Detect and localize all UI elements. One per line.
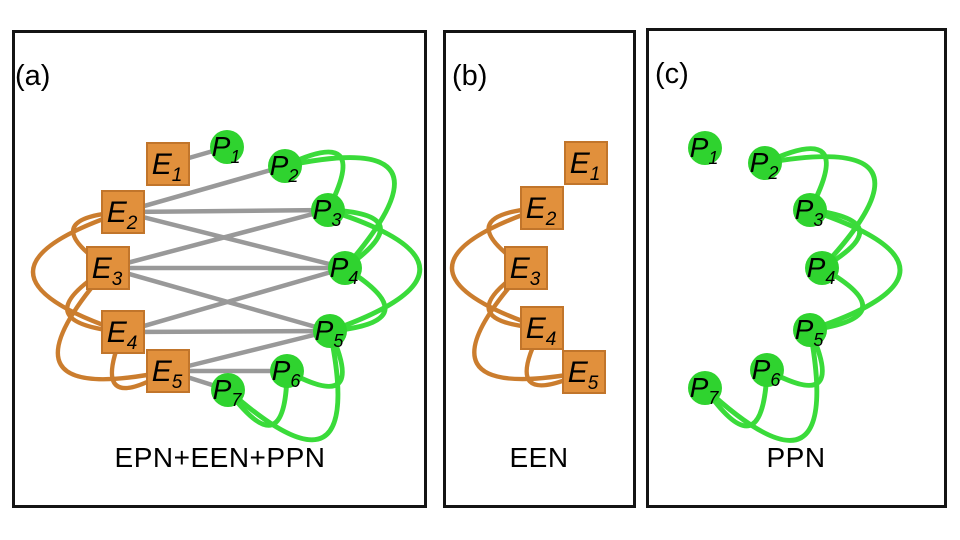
node-label-a-P6: P6 xyxy=(272,355,302,391)
een-arc-b-E2-E4 xyxy=(449,205,543,331)
een-arc-a-E3-E5 xyxy=(55,266,169,382)
panel-c-label: (c) xyxy=(655,58,689,90)
panel-b-label: (b) xyxy=(452,60,488,92)
node-label-a-P7: P7 xyxy=(213,374,243,410)
node-label-b-E5: E5 xyxy=(568,356,599,394)
ppn-arc-c-P2-P4 xyxy=(764,154,878,270)
node-a-P2 xyxy=(268,149,302,183)
node-label-c-P6: P6 xyxy=(752,354,782,390)
ppn-arc-a-P3-P4 xyxy=(327,207,383,271)
node-a-E2 xyxy=(101,190,145,234)
node-b-E1 xyxy=(564,141,608,185)
node-a-P6 xyxy=(270,354,304,388)
node-c-P5 xyxy=(793,313,827,347)
node-label-a-E4: E4 xyxy=(107,316,138,354)
node-label-a-E5: E5 xyxy=(152,355,183,393)
node-a-E4 xyxy=(101,310,145,354)
node-label-c-P2: P2 xyxy=(750,147,779,183)
een-arc-a-E2-E4 xyxy=(30,209,124,335)
epn-edge-a-E2-P3 xyxy=(122,207,329,215)
node-b-E3 xyxy=(504,246,548,290)
epn-edge-a-E5-P5 xyxy=(167,328,331,374)
node-b-E2 xyxy=(520,186,564,230)
panel-b-frame xyxy=(443,30,636,508)
ppn-arc-a-P5-P7 xyxy=(226,330,341,443)
ppn-arc-a-P3-P5 xyxy=(327,207,423,334)
node-c-P3 xyxy=(793,193,827,227)
node-c-P6 xyxy=(750,353,784,387)
node-label-c-P4: P4 xyxy=(807,252,836,288)
node-a-E3 xyxy=(86,246,130,290)
node-c-P2 xyxy=(748,146,782,180)
panel-c-caption: PPN xyxy=(766,442,826,473)
node-a-E1 xyxy=(146,142,190,186)
epn-edge-a-E2-P4 xyxy=(122,209,346,271)
node-label-b-E3: E3 xyxy=(510,252,541,290)
ppn-arc-a-P4-P5 xyxy=(329,265,388,334)
epn-edge-a-E2-P2 xyxy=(122,163,286,215)
ppn-arc-c-P3-P5 xyxy=(809,207,903,333)
epn-edge-a-E3-P5 xyxy=(107,265,331,334)
panel-a-label: (a) xyxy=(15,60,51,92)
node-c-P1 xyxy=(688,131,722,165)
node-label-b-E1: E1 xyxy=(570,147,601,185)
ppn-arc-c-P6-P7 xyxy=(702,369,770,429)
panel-c-frame xyxy=(646,28,947,508)
node-a-P5 xyxy=(313,314,347,348)
node-label-a-E2: E2 xyxy=(107,196,138,234)
node-label-c-P5: P5 xyxy=(795,314,825,350)
node-label-a-P3: P3 xyxy=(313,194,342,230)
panel-b-caption: EEN xyxy=(509,442,569,473)
een-arc-b-E3-E5 xyxy=(472,266,585,382)
node-a-P7 xyxy=(211,373,245,407)
node-c-P7 xyxy=(688,371,722,405)
node-label-c-P7: P7 xyxy=(690,372,720,408)
node-a-P3 xyxy=(311,193,345,227)
ppn-arc-a-P6-P7 xyxy=(225,370,290,428)
node-label-a-P4: P4 xyxy=(330,252,359,288)
node-a-E5 xyxy=(146,349,190,393)
node-label-c-P3: P3 xyxy=(795,194,824,230)
node-a-P1 xyxy=(210,130,244,164)
node-label-a-P1: P1 xyxy=(212,131,241,167)
ppn-arc-c-P4-P5 xyxy=(809,265,866,333)
panel-a-caption: EPN+EEN+PPN xyxy=(114,442,326,473)
node-label-c-P1: P1 xyxy=(690,132,719,168)
panel-a-frame xyxy=(12,30,427,508)
node-b-E4 xyxy=(520,306,564,350)
ppn-arc-a-P2-P4 xyxy=(284,155,397,270)
epn-edge-a-E4-P5 xyxy=(122,328,331,335)
epn-edge-a-E4-P4 xyxy=(122,265,346,335)
node-c-P4 xyxy=(805,251,839,285)
node-label-b-E2: E2 xyxy=(526,192,557,230)
node-label-b-E4: E4 xyxy=(526,312,557,350)
node-label-a-P2: P2 xyxy=(270,150,299,186)
epn-edge-a-E3-P3 xyxy=(107,207,329,271)
node-label-a-P5: P5 xyxy=(315,315,345,351)
ppn-arc-c-P5-P7 xyxy=(703,329,820,443)
node-label-a-E1: E1 xyxy=(152,148,183,186)
node-label-a-E3: E3 xyxy=(92,252,123,290)
node-a-P4 xyxy=(328,251,362,285)
node-b-E5 xyxy=(562,350,606,394)
ppn-arc-c-P2-P3 xyxy=(763,146,829,212)
